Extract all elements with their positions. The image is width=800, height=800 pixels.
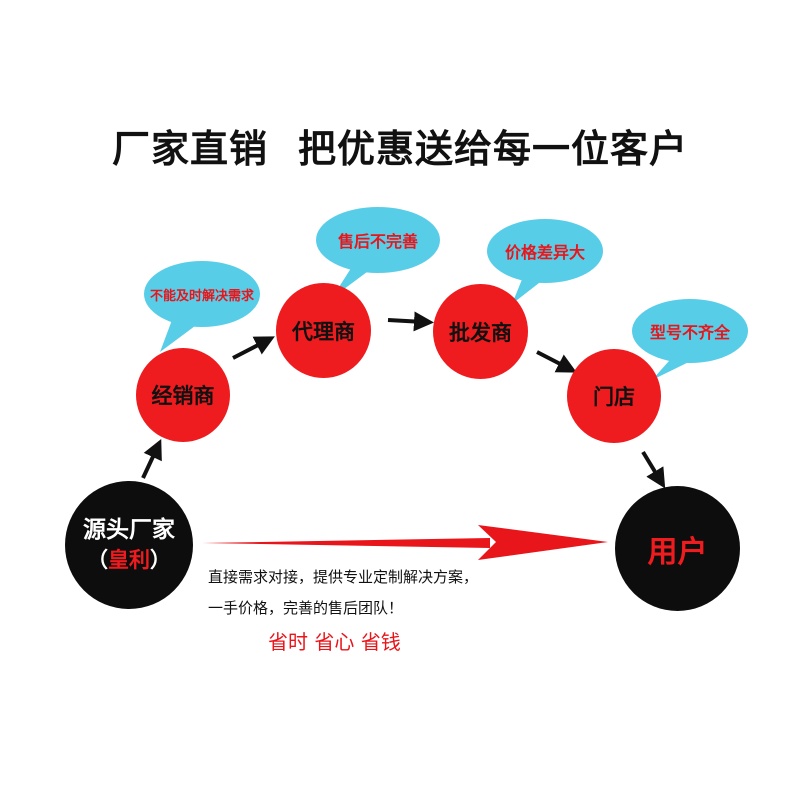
speech-bubble-dealer [144,261,260,352]
node-user: 用户 [615,486,740,611]
node-source-factory: 源头厂家 （皇利） [65,481,193,609]
title-right: 把优惠送给每一位客户 [298,127,689,171]
source-label: 源头厂家 [83,517,175,543]
node-agent: 代理商 [276,283,371,378]
bubble-text-agent: 售后不完善 [337,232,418,251]
description-line-2: 一手价格，完善的售后团队！ [208,599,404,617]
arrow-dealer-to-agent [232,336,275,360]
speech-bubble-wholesaler [487,219,603,304]
node-store: 门店 [567,349,661,443]
title-left: 厂家直销 [111,127,268,171]
bubble-text-wholesaler: 价格差异大 [504,243,585,262]
arrow-store-to-user [641,450,666,489]
arrow-wholesaler-to-store [536,350,577,373]
node-wholesaler: 批发商 [433,284,528,379]
bubble-text-store: 型号不齐全 [649,323,730,342]
savings-slogan: 省时 省心 省钱 [268,630,401,654]
node-dealer: 经销商 [136,348,230,442]
source-brand-line: （皇利） [87,548,171,572]
page-title: 厂家直销把优惠送给每一位客户 [0,118,800,173]
speech-bubble-store [632,299,748,380]
arrow-direct-source-to-user [202,525,608,560]
description-line-1: 直接需求对接，提供专业定制解决方案， [208,568,479,586]
arrow-source-to-dealer [141,438,162,479]
bubble-text-dealer: 不能及时解决需求 [149,288,254,304]
arrow-agent-to-wholesaler [387,311,434,332]
source-brand: 皇利 [108,548,150,572]
